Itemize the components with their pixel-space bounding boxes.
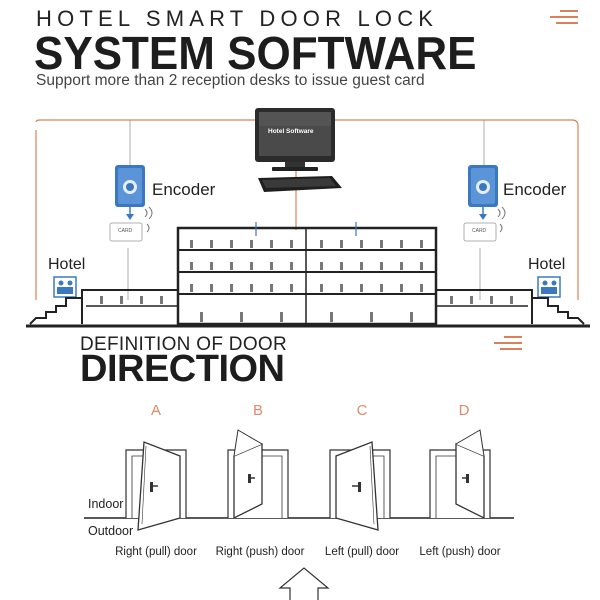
card-icon-left: [109, 222, 150, 242]
menu-icon[interactable]: [550, 10, 578, 24]
door-letter-c: C: [356, 402, 368, 419]
door-d: [429, 429, 491, 520]
door-caption-a: Right (pull) door: [115, 546, 197, 558]
card-icon-right: [463, 222, 503, 242]
encoder-icon-left: [115, 165, 153, 220]
door-caption-d: Left (push) door: [419, 546, 501, 558]
room-doors: [100, 240, 513, 322]
door-letter-d: D: [458, 402, 470, 419]
encoder-label-left: Encoder: [152, 180, 216, 199]
card-text-left: CARD: [118, 228, 133, 234]
door-a: [125, 441, 187, 531]
up-arrow-icon: [278, 567, 330, 600]
menu-icon-secondary[interactable]: [494, 336, 522, 350]
door-letter-b: B: [252, 402, 263, 419]
connection-frame: [35, 119, 579, 300]
door-diagram: [84, 429, 514, 600]
title-main: SYSTEM SOFTWARE: [34, 28, 477, 80]
door-letter-a: A: [150, 402, 161, 419]
outdoor-label: Outdoor: [88, 524, 134, 538]
hotel-building: [26, 226, 590, 328]
computer-icon: [255, 108, 342, 192]
door-heading-top: DEFINITION OF DOOR: [80, 334, 288, 355]
indoor-label: Indoor: [88, 497, 124, 511]
reception-desk-icon-left: [53, 276, 77, 298]
door-heading-main: DIRECTION: [80, 348, 285, 390]
encoder-icon-right: [468, 165, 506, 220]
door-caption-c: Left (pull) door: [324, 546, 400, 558]
door-b: [227, 429, 289, 520]
door-c: [329, 441, 391, 531]
hotel-label-left: Hotel: [48, 256, 86, 273]
encoder-label-right: Encoder: [503, 180, 567, 199]
reception-desk-icon-right: [537, 276, 561, 298]
title-top: HOTEL SMART DOOR LOCK: [36, 6, 439, 31]
pc-screen-text: Hotel Software: [268, 128, 314, 135]
hotel-label-right: Hotel: [528, 256, 566, 273]
subtitle: Support more than 2 reception desks to i…: [36, 72, 425, 89]
door-caption-b: Right (push) door: [215, 546, 305, 558]
card-text-right: CARD: [472, 228, 487, 234]
system-diagram: [26, 108, 590, 328]
